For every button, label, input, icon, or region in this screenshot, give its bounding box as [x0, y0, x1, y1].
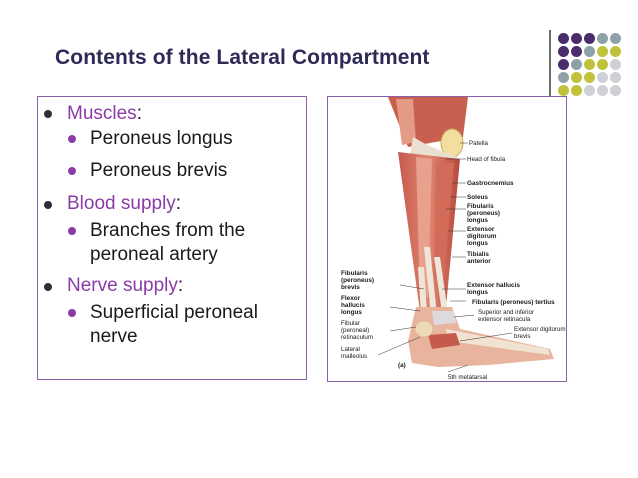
label-fibularis-brevis: Fibularis [341, 270, 368, 277]
thigh-highlight [396, 99, 416, 145]
label-extensor-retinacula: extensor retinacula [478, 316, 531, 323]
dot [571, 85, 582, 96]
dot [610, 72, 621, 83]
dot [597, 46, 608, 57]
dot [571, 46, 582, 57]
label-extensor-retinacula: Superior and inferior [478, 309, 534, 316]
dot [610, 59, 621, 70]
label-extensor-hallucis-longus: Extensor hallucis [467, 282, 520, 289]
dot [571, 33, 582, 44]
decorative-dot-grid [558, 33, 638, 103]
label-fibularis-brevis: (peroneus) [341, 277, 374, 284]
label-gastrocnemius: Gastrocnemius [467, 180, 514, 187]
dot [558, 85, 569, 96]
label-lateral-malleolus: Lateral [341, 346, 360, 353]
extensor-tendons [446, 329, 550, 355]
dot [597, 72, 608, 83]
slide-title: Contents of the Lateral Compartment [55, 46, 430, 69]
colon: : [175, 193, 182, 214]
nerve-supply-line: Superficial peroneal [90, 302, 258, 323]
retinaculum [432, 311, 456, 325]
bullet-icon [44, 283, 52, 291]
dot [610, 46, 621, 57]
bullet-text-box: Muscles: Peroneus longus Peroneus brevis… [37, 96, 307, 380]
dot [584, 72, 595, 83]
tendon [424, 247, 438, 325]
label-extensor-digitorum-brevis: Extensor digitorum [514, 326, 566, 333]
bullet-icon [68, 167, 76, 175]
dot [558, 46, 569, 57]
blood-supply-line: Branches from the [90, 220, 246, 241]
label-fibularis-brevis: brevis [341, 284, 360, 291]
label-extensor-digitorum-longus: Extensor [467, 226, 495, 233]
label-5th-metatarsal: 5th metatarsal [448, 374, 487, 381]
label-head-of-fibula: Head of fibula [467, 156, 506, 163]
label-patella: Patella [469, 140, 488, 147]
label-fibular-retinaculum: Fibular [341, 320, 360, 327]
label-fibularis-longus: longus [467, 217, 488, 224]
dot [597, 59, 608, 70]
leg-illustration: Patella Head of fibula Gastrocnemius Sol… [341, 97, 566, 381]
blood-supply-line: peroneal artery [90, 244, 218, 265]
label-fibular-retinaculum: (peroneal) [341, 327, 369, 334]
muscles-heading: Muscles: [67, 102, 142, 126]
dot [558, 33, 569, 44]
dot [571, 72, 582, 83]
dot [584, 46, 595, 57]
bullet-icon [68, 227, 76, 235]
dot [610, 33, 621, 44]
dot [610, 85, 621, 96]
label-fibularis-longus: Fibularis [467, 203, 494, 210]
bullet-icon [68, 309, 76, 317]
muscle-item: Peroneus brevis [90, 160, 228, 181]
label-flexor-hallucis-longus: longus [341, 309, 362, 316]
label-flexor-hallucis-longus: hallucis [341, 302, 365, 309]
lateral-malleolus-bone [414, 320, 434, 338]
colon: : [136, 103, 142, 124]
dot [597, 85, 608, 96]
nerve-supply-heading: Nerve supply: [67, 274, 183, 298]
label-lateral-malleolus: malleolus [341, 353, 367, 360]
dot [584, 85, 595, 96]
dot [584, 59, 595, 70]
leader-lines [377, 142, 513, 373]
nerve-supply-line: nerve [90, 326, 138, 347]
label-fibularis-longus: (peroneus) [467, 210, 500, 217]
muscle-item: Peroneus longus [90, 128, 233, 149]
label-extensor-digitorum-brevis: brevis [514, 333, 531, 340]
dot [558, 72, 569, 83]
label-extensor-digitorum-longus: longus [467, 240, 488, 247]
bullet-icon [44, 110, 52, 118]
muscles-heading-text: Muscles [67, 103, 137, 124]
label-extensor-hallucis-longus: longus [467, 289, 488, 296]
panel-letter: (a) [398, 362, 406, 369]
dot [597, 33, 608, 44]
anatomy-figure: Patella Head of fibula Gastrocnemius Sol… [327, 96, 567, 382]
title-divider [549, 30, 551, 99]
label-extensor-digitorum-longus: digitorum [467, 233, 497, 240]
nerve-heading-text: Nerve supply [67, 275, 178, 296]
bullet-icon [44, 201, 52, 209]
label-fibularis-tertius: Fibularis (peroneus) tertius [472, 299, 555, 306]
extensor-digitorum-brevis [428, 333, 460, 349]
colon: : [177, 275, 184, 296]
label-tibialis-anterior: Tibialis [467, 251, 489, 258]
label-soleus: Soleus [467, 194, 488, 201]
blood-supply-heading: Blood supply: [67, 192, 181, 216]
bullet-icon [68, 135, 76, 143]
dot [571, 59, 582, 70]
blood-heading-text: Blood supply [67, 193, 176, 214]
label-flexor-hallucis-longus: Flexor [341, 295, 361, 302]
dot [584, 33, 595, 44]
dot [558, 59, 569, 70]
label-tibialis-anterior: anterior [467, 258, 491, 265]
tibialis-muscle [434, 162, 454, 279]
label-fibular-retinaculum: retinaculum [341, 334, 373, 341]
